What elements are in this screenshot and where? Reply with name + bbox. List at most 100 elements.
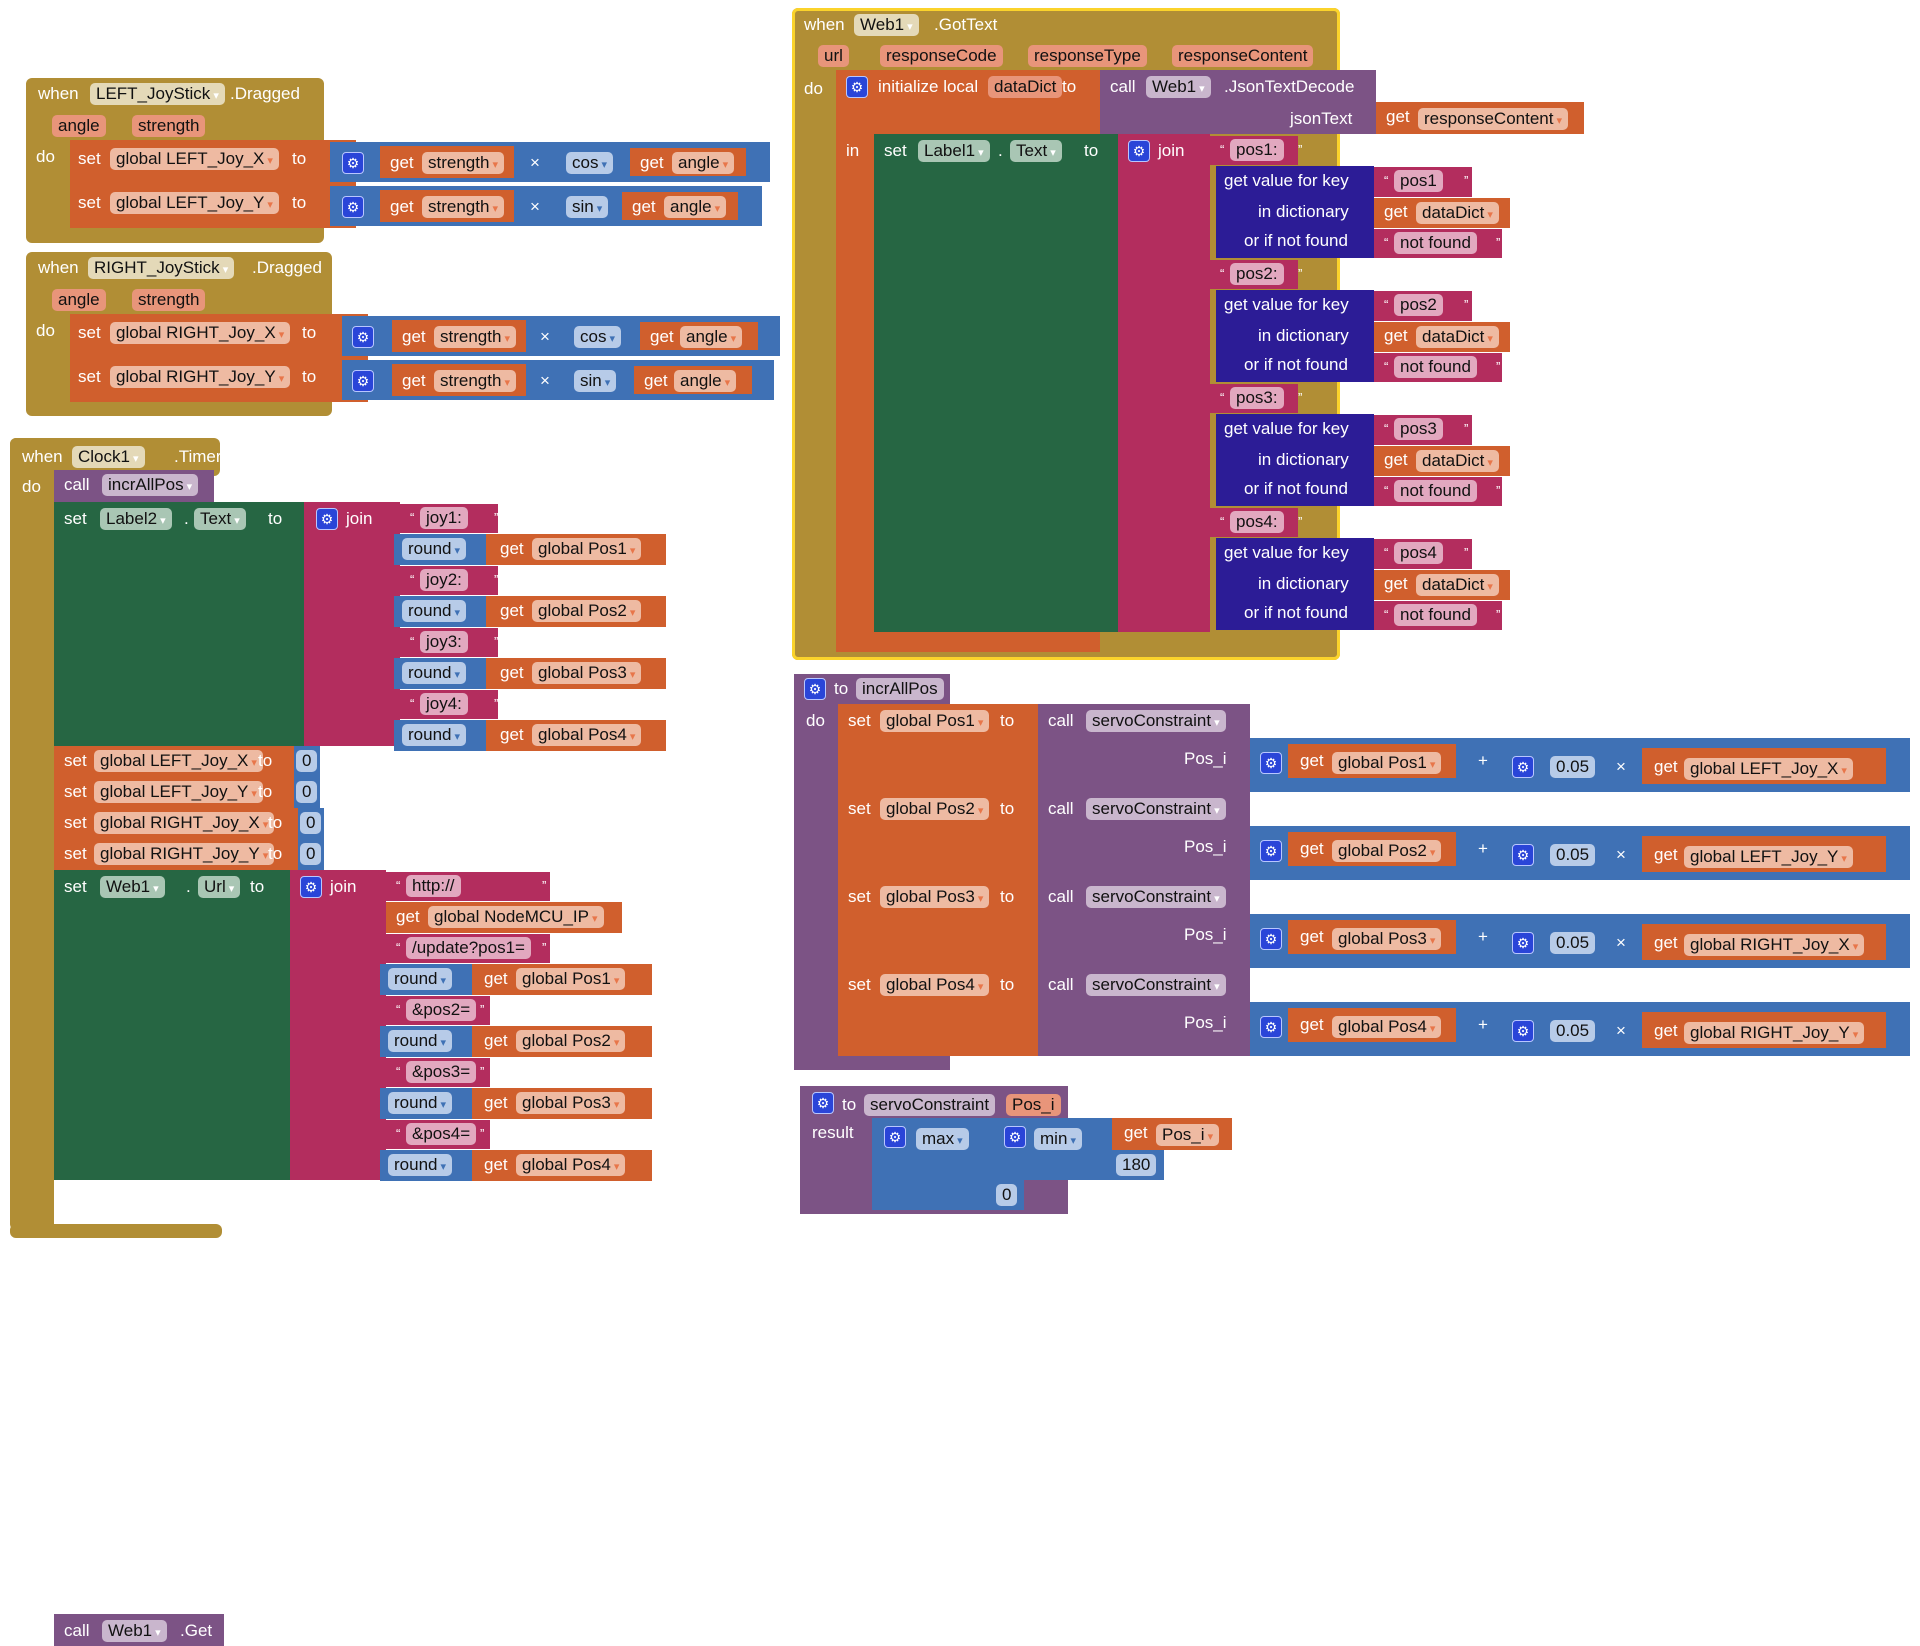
local-variable-name[interactable]: dataDict bbox=[988, 76, 1063, 98]
text-value[interactable]: pos4: bbox=[1230, 511, 1284, 533]
procedure-dropdown[interactable]: servoConstraint bbox=[1086, 798, 1226, 820]
gear-mutator-icon[interactable]: ⚙ bbox=[1512, 844, 1534, 866]
text-value[interactable]: joy2: bbox=[420, 569, 468, 591]
variable-dropdown[interactable]: global Pos4 bbox=[1332, 1016, 1442, 1038]
variable-dropdown[interactable]: global RIGHT_Joy_X bbox=[1684, 934, 1865, 956]
number-value[interactable]: 0 bbox=[996, 1184, 1018, 1206]
text-value[interactable]: pos1: bbox=[1230, 139, 1284, 161]
variable-dropdown[interactable]: global LEFT_Joy_X bbox=[1684, 758, 1853, 780]
round-dropdown[interactable]: round bbox=[402, 538, 467, 560]
variable-dropdown[interactable]: angle bbox=[664, 196, 727, 218]
text-value[interactable]: http:// bbox=[406, 875, 461, 897]
variable-dropdown[interactable]: global LEFT_Joy_Y bbox=[1684, 846, 1853, 868]
text-value[interactable]: not found bbox=[1394, 232, 1477, 254]
variable-dropdown[interactable]: dataDict bbox=[1416, 326, 1499, 348]
number-value[interactable]: 180 bbox=[1116, 1154, 1157, 1176]
variable-dropdown[interactable]: global RIGHT_Joy_X bbox=[110, 322, 291, 344]
join-block[interactable] bbox=[304, 502, 400, 746]
variable-dropdown[interactable]: global Pos3 bbox=[532, 662, 642, 684]
trig-dropdown[interactable]: cos bbox=[574, 326, 622, 348]
max-dropdown[interactable]: max bbox=[916, 1128, 969, 1150]
property-dropdown[interactable]: Url bbox=[198, 876, 241, 898]
dictionary-lookup-block[interactable] bbox=[1216, 414, 1374, 506]
number-value[interactable]: 0.05 bbox=[1550, 844, 1596, 866]
gear-mutator-icon[interactable]: ⚙ bbox=[1260, 1016, 1282, 1038]
round-dropdown[interactable]: round bbox=[402, 724, 467, 746]
trig-dropdown[interactable]: sin bbox=[574, 370, 617, 392]
variable-dropdown[interactable]: strength bbox=[434, 370, 517, 392]
trig-dropdown[interactable]: sin bbox=[566, 196, 609, 218]
param-angle[interactable]: angle bbox=[52, 289, 106, 311]
round-dropdown[interactable]: round bbox=[388, 1030, 453, 1052]
variable-dropdown[interactable]: global Pos2 bbox=[880, 798, 990, 820]
round-dropdown[interactable]: round bbox=[388, 968, 453, 990]
variable-dropdown[interactable]: dataDict bbox=[1416, 450, 1499, 472]
text-value[interactable]: joy4: bbox=[420, 693, 468, 715]
variable-dropdown[interactable]: angle bbox=[674, 370, 737, 392]
component-dropdown[interactable]: Clock1 bbox=[72, 446, 145, 468]
gear-mutator-icon[interactable]: ⚙ bbox=[316, 508, 338, 530]
gear-mutator-icon[interactable]: ⚙ bbox=[342, 152, 364, 174]
event-clock-timer-spine[interactable] bbox=[10, 438, 54, 1230]
procedure-name[interactable]: incrAllPos bbox=[856, 678, 944, 700]
variable-dropdown[interactable]: responseContent bbox=[1418, 108, 1569, 130]
gear-mutator-icon[interactable]: ⚙ bbox=[1260, 928, 1282, 950]
gear-mutator-icon[interactable]: ⚙ bbox=[1512, 756, 1534, 778]
event-clock-timer-bottom[interactable] bbox=[10, 1224, 222, 1238]
variable-dropdown[interactable]: global RIGHT_Joy_X bbox=[94, 812, 275, 834]
join-block[interactable] bbox=[1118, 134, 1210, 632]
variable-dropdown[interactable]: global Pos3 bbox=[516, 1092, 626, 1114]
text-value[interactable]: not found bbox=[1394, 480, 1477, 502]
param-strength[interactable]: strength bbox=[132, 115, 206, 137]
variable-dropdown[interactable]: global RIGHT_Joy_Y bbox=[110, 366, 291, 388]
min-dropdown[interactable]: min bbox=[1034, 1128, 1082, 1150]
text-value[interactable]: &pos2= bbox=[406, 999, 477, 1021]
variable-dropdown[interactable]: Pos_i bbox=[1156, 1124, 1220, 1146]
gear-mutator-icon[interactable]: ⚙ bbox=[1512, 1020, 1534, 1042]
variable-dropdown[interactable]: strength bbox=[434, 326, 517, 348]
variable-dropdown[interactable]: global LEFT_Joy_Y bbox=[94, 781, 263, 803]
text-value[interactable]: not found bbox=[1394, 604, 1477, 626]
variable-dropdown[interactable]: angle bbox=[672, 152, 735, 174]
variable-dropdown[interactable]: global Pos1 bbox=[880, 710, 990, 732]
gear-mutator-icon[interactable]: ⚙ bbox=[1260, 840, 1282, 862]
variable-dropdown[interactable]: global RIGHT_Joy_Y bbox=[1684, 1022, 1865, 1044]
variable-dropdown[interactable]: global Pos1 bbox=[532, 538, 642, 560]
number-value[interactable]: 0 bbox=[296, 781, 318, 803]
variable-dropdown[interactable]: global Pos2 bbox=[1332, 840, 1442, 862]
procedure-definition-spine[interactable] bbox=[794, 674, 838, 1070]
component-dropdown[interactable]: Web1 bbox=[854, 14, 919, 36]
param-angle[interactable]: angle bbox=[52, 115, 106, 137]
number-value[interactable]: 0.05 bbox=[1550, 932, 1596, 954]
trig-dropdown[interactable]: cos bbox=[566, 152, 614, 174]
number-value[interactable]: 0.05 bbox=[1550, 1020, 1596, 1042]
variable-dropdown[interactable]: global RIGHT_Joy_Y bbox=[94, 843, 275, 865]
gear-mutator-icon[interactable]: ⚙ bbox=[1512, 932, 1534, 954]
variable-dropdown[interactable]: global Pos4 bbox=[880, 974, 990, 996]
gear-mutator-icon[interactable]: ⚙ bbox=[1128, 140, 1150, 162]
procedure-dropdown[interactable]: servoConstraint bbox=[1086, 974, 1226, 996]
text-value[interactable]: not found bbox=[1394, 356, 1477, 378]
text-value[interactable]: pos4 bbox=[1394, 542, 1443, 564]
component-dropdown[interactable]: RIGHT_JoyStick bbox=[88, 257, 235, 279]
variable-dropdown[interactable]: global Pos1 bbox=[516, 968, 626, 990]
gear-mutator-icon[interactable]: ⚙ bbox=[804, 678, 826, 700]
procedure-dropdown[interactable]: servoConstraint bbox=[1086, 710, 1226, 732]
variable-dropdown[interactable]: global LEFT_Joy_X bbox=[110, 148, 279, 170]
number-value[interactable]: 0.05 bbox=[1550, 756, 1596, 778]
text-value[interactable]: pos1 bbox=[1394, 170, 1443, 192]
variable-dropdown[interactable]: global Pos3 bbox=[1332, 928, 1442, 950]
set-component-property-block[interactable] bbox=[54, 502, 304, 746]
text-value[interactable]: pos3: bbox=[1230, 387, 1284, 409]
procedure-definition-bottom[interactable] bbox=[794, 1056, 950, 1070]
round-dropdown[interactable]: round bbox=[402, 600, 467, 622]
text-value[interactable]: /update?pos1= bbox=[406, 937, 531, 959]
event-param[interactable]: responseCode bbox=[880, 45, 1003, 67]
variable-dropdown[interactable]: global LEFT_Joy_Y bbox=[110, 192, 279, 214]
gear-mutator-icon[interactable]: ⚙ bbox=[846, 76, 868, 98]
gear-mutator-icon[interactable]: ⚙ bbox=[352, 370, 374, 392]
gear-mutator-icon[interactable]: ⚙ bbox=[812, 1092, 834, 1114]
variable-dropdown[interactable]: global NodeMCU_IP bbox=[428, 906, 604, 928]
variable-dropdown[interactable]: global Pos2 bbox=[532, 600, 642, 622]
procedure-param[interactable]: Pos_i bbox=[1006, 1094, 1061, 1116]
